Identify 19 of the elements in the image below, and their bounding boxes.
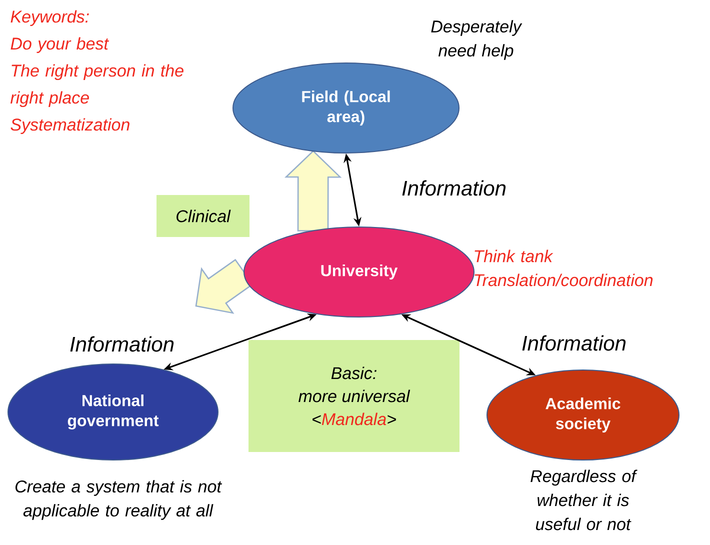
text-box: Clinical — [156, 194, 250, 237]
block-arrow — [284, 150, 342, 232]
ellipse-node: Academic society — [486, 370, 680, 460]
keyword-text: Systematization — [10, 118, 130, 134]
ellipse-node: University — [244, 226, 474, 318]
keyword-text: Keywords: — [10, 10, 89, 26]
keyword-text: Do your best — [10, 37, 110, 54]
annotation: Translation/coordination — [474, 274, 653, 286]
annotation: Desperately need help — [431, 20, 522, 60]
text-box: Basic: more universal <Mandala> — [248, 340, 460, 452]
annotation: Create a system that is not applicable to reality at all — [16, 480, 222, 520]
ellipse-node: Field (Local area) — [232, 62, 460, 154]
annotation: Regardless of whether it is useful or not — [530, 470, 638, 530]
edge-label: Information — [70, 336, 174, 352]
annotation: Think tank — [474, 250, 554, 262]
keyword-text: The right person in the right place — [10, 64, 184, 108]
edge-label: Information — [522, 335, 626, 351]
ellipse-node: National government — [8, 363, 218, 460]
edge-label: Information — [402, 180, 506, 196]
